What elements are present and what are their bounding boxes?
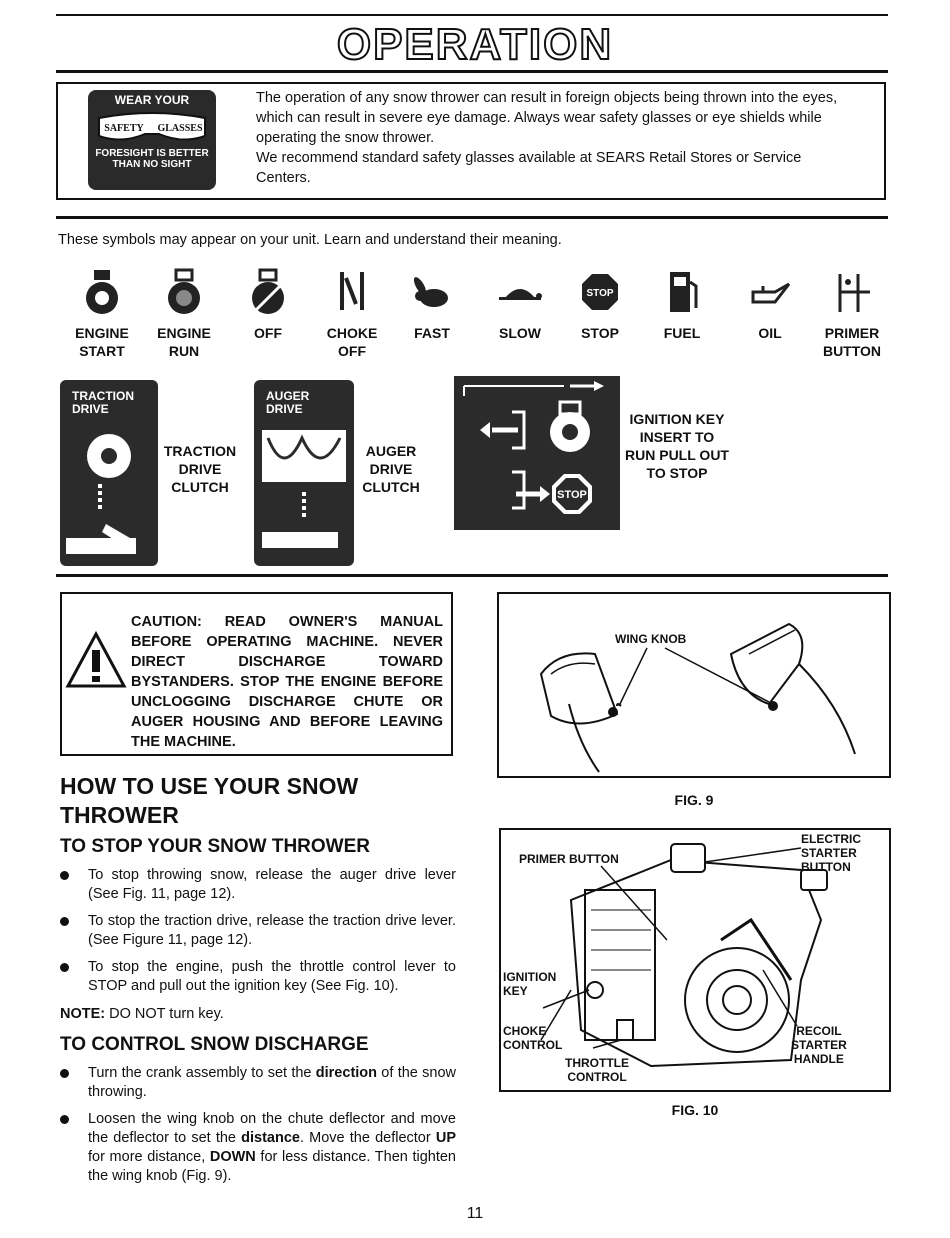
- wing-knob-label: WING KNOB: [615, 632, 687, 646]
- auger-clutch-icon: [262, 430, 346, 548]
- safety-warning-text: The operation of any snow thrower can re…: [256, 88, 856, 188]
- bullet-icon: [60, 1115, 69, 1124]
- title-rule: [56, 70, 888, 73]
- fig10-caption: FIG. 10: [671, 1102, 719, 1118]
- symbol-label: FAST: [414, 325, 450, 341]
- bullet-text: To stop throwing snow, release the auger…: [88, 867, 456, 902]
- list-item: Turn the crank assembly to set the direc…: [60, 1064, 456, 1102]
- choke-icon: [340, 272, 364, 310]
- symbol-label: ENGINE RUN: [157, 325, 211, 359]
- symbol-slow: SLOW: [480, 268, 560, 342]
- discharge-heading: TO CONTROL SNOW DISCHARGE: [60, 1034, 369, 1055]
- logo-bottom-text: FORESIGHT IS BETTER THAN NO SIGHT: [95, 148, 209, 170]
- choke-control-label: CHOKE CONTROL: [503, 1024, 563, 1052]
- ignition-key-callout: IGNITION KEY: [503, 970, 557, 998]
- section-rule-2: [56, 574, 888, 577]
- engine-run-icon: [168, 268, 200, 314]
- oil-can-icon: [751, 282, 791, 304]
- traction-drive-panel: TRACTION DRIVE: [60, 380, 158, 566]
- fuel-pump-icon: [670, 272, 698, 312]
- electric-starter-label: ELECTRIC STARTER BUTTON: [801, 832, 861, 874]
- bullet-icon: [60, 963, 69, 972]
- recoil-starter-label: RECOIL STARTER HANDLE: [791, 1024, 847, 1066]
- stop-sign-icon: STOP: [582, 274, 618, 310]
- page-title: OPERATION: [336, 19, 614, 70]
- list-item: To stop throwing snow, release the auger…: [60, 866, 456, 904]
- safety-warning-box: [56, 82, 886, 200]
- symbol-label: PRIMER BUTTON: [822, 325, 882, 359]
- symbol-choke: CHOKE OFF: [312, 268, 392, 360]
- fig9-caption: FIG. 9: [674, 792, 714, 808]
- symbol-stop: STOP STOP: [560, 268, 640, 342]
- symbol-label: OFF: [254, 325, 282, 341]
- bullet-text: Loosen the wing knob on the chute deflec…: [88, 1111, 456, 1184]
- symbol-label: FUEL: [663, 325, 701, 341]
- logo-left-text: SAFETY: [104, 123, 144, 134]
- logo-right-text: GLASSES: [157, 123, 202, 134]
- fig9-box: WING KNOB: [497, 592, 891, 778]
- symbol-engine-run: ENGINE RUN: [144, 268, 224, 360]
- symbol-off: OFF: [228, 268, 308, 342]
- section-rule: [56, 216, 888, 219]
- howto-heading: HOW TO USE YOUR SNOW THROWER: [60, 773, 359, 828]
- bullet-text: To stop the traction drive, release the …: [88, 913, 456, 948]
- list-item: Loosen the wing knob on the chute deflec…: [60, 1110, 456, 1186]
- symbol-label: CHOKE OFF: [326, 325, 378, 359]
- list-item: To stop the engine, push the throttle co…: [60, 958, 456, 996]
- symbol-label: SLOW: [499, 325, 541, 341]
- safety-line-2: We recommend standard safety glasses ava…: [256, 150, 802, 186]
- symbol-engine-start: ENGINE START: [62, 268, 142, 360]
- chute-deflector-drawing: [539, 622, 856, 773]
- primer-icon: [838, 274, 870, 312]
- note: NOTE: DO NOT turn key.: [60, 1006, 224, 1022]
- stop-icon-text: STOP: [586, 288, 613, 299]
- ignition-key-diagram: STOP: [463, 381, 604, 514]
- traction-clutch-label: TRACTION DRIVE CLUTCH: [163, 443, 237, 495]
- bullet-icon: [60, 1069, 69, 1078]
- auger-panel-title: AUGER DRIVE: [266, 389, 310, 416]
- primer-button-label: PRIMER BUTTON: [519, 852, 619, 866]
- logo-top-text: WEAR YOUR: [114, 93, 190, 107]
- engine-start-icon: [86, 270, 118, 314]
- traction-clutch-icon: [66, 434, 136, 554]
- warning-triangle-icon: [65, 630, 127, 688]
- symbol-label: OIL: [758, 325, 782, 341]
- bullet-icon: [60, 871, 69, 880]
- ignition-key-panel: STOP: [454, 376, 620, 530]
- fig10-box: PRIMER BUTTON ELECTRIC STARTER BUTTON IG…: [499, 828, 891, 1092]
- ignition-stop-text: STOP: [557, 489, 587, 501]
- engine-drawing: [540, 843, 828, 1068]
- stop-heading: TO STOP YOUR SNOW THROWER: [60, 836, 371, 857]
- auger-drive-panel: AUGER DRIVE: [254, 380, 354, 566]
- traction-panel-title: TRACTION DRIVE: [72, 389, 134, 416]
- auger-clutch-label: AUGER DRIVE CLUTCH: [362, 443, 420, 495]
- top-rule: [56, 14, 888, 16]
- caution-text: CAUTION: READ OWNER'S MANUAL BEFORE OPER…: [131, 614, 443, 750]
- caution-box: [60, 592, 453, 756]
- symbol-fast: FAST: [392, 268, 472, 342]
- note-text: DO NOT turn key.: [105, 1006, 224, 1022]
- throttle-control-label: THROTTLE CONTROL: [565, 1056, 629, 1084]
- list-item: To stop the traction drive, release the …: [60, 912, 456, 950]
- turtle-icon: [499, 289, 542, 300]
- symbol-fuel: FUEL: [642, 268, 722, 342]
- bullet-text: Turn the crank assembly to set the direc…: [88, 1065, 456, 1100]
- ignition-key-label: IGNITION KEY INSERT TO RUN PULL OUT TO S…: [625, 411, 729, 481]
- engine-off-icon: [252, 268, 284, 314]
- symbol-label: STOP: [581, 325, 619, 341]
- bullet-text: To stop the engine, push the throttle co…: [88, 959, 456, 994]
- symbol-primer: PRIMER BUTTON: [812, 268, 892, 360]
- bullet-icon: [60, 917, 69, 926]
- goggles-icon: SAFETY GLASSES: [98, 112, 206, 141]
- symbols-intro: These symbols may appear on your unit. L…: [58, 232, 562, 248]
- note-label: NOTE:: [60, 1006, 106, 1022]
- safety-line-1: The operation of any snow thrower can re…: [256, 90, 838, 146]
- symbol-oil: OIL: [730, 268, 810, 342]
- page-number: 11: [466, 1205, 484, 1222]
- rabbit-icon: [413, 277, 448, 307]
- safety-glasses-logo: WEAR YOUR SAFETY GLASSES FORESIGHT IS BE…: [88, 90, 216, 190]
- symbol-label: ENGINE START: [75, 325, 129, 359]
